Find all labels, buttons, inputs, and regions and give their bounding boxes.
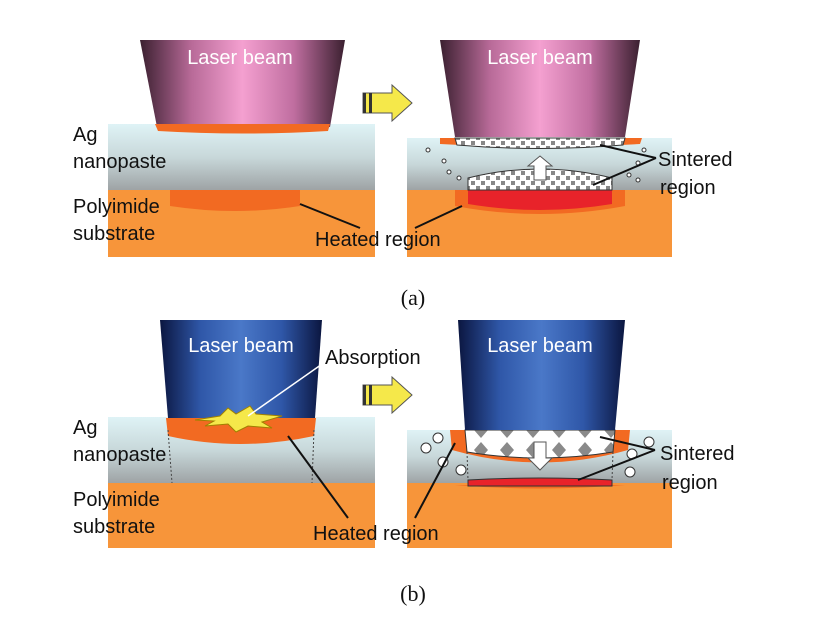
down-arrow-icon — [526, 441, 554, 471]
label-nanopaste: nanopaste — [73, 444, 166, 466]
caption-a: (a) — [401, 285, 425, 310]
step-arrow-icon — [362, 83, 413, 123]
label-ag: Ag — [73, 417, 97, 439]
arrow-stripe — [369, 93, 372, 113]
beam-label: Laser beam — [487, 335, 593, 357]
absorption-leader — [247, 361, 326, 417]
caption-b: (b) — [400, 581, 426, 606]
sintered-outline — [466, 451, 614, 481]
beam-spot — [155, 124, 330, 134]
beam-label: Laser beam — [187, 47, 293, 69]
heated-region-label: Heated region — [313, 523, 439, 545]
label-ag: Ag — [73, 124, 97, 146]
label-substrate: substrate — [73, 223, 155, 245]
sintered-thin-layer — [467, 477, 613, 487]
substrate-layer — [407, 483, 672, 548]
laser-beam-left — [140, 40, 345, 127]
label-polyimide: Polyimide — [73, 196, 160, 218]
heated-extent-outline — [167, 429, 315, 484]
sintered-label: Sintered — [658, 149, 733, 171]
particles — [425, 147, 647, 183]
particles — [420, 432, 655, 478]
label-nanopaste: nanopaste — [73, 151, 166, 173]
sintered-label: Sintered — [660, 443, 735, 465]
panel-a: Laser beam Laser beam Ag nanopaste Polyi… — [73, 40, 733, 310]
laser-beam-right — [440, 40, 640, 137]
absorption-label: Absorption — [325, 347, 421, 369]
label-polyimide: Polyimide — [73, 489, 160, 511]
absorption-star-icon — [194, 405, 283, 433]
heated-zone — [166, 418, 316, 444]
arrow-stripe — [369, 385, 372, 405]
beam-label: Laser beam — [487, 47, 593, 69]
arrow-stripe — [363, 93, 366, 113]
beam-label: Laser beam — [188, 335, 294, 357]
leader-lines — [299, 144, 657, 229]
sintered-top-layer — [454, 137, 626, 149]
sintered-label-2: region — [662, 472, 718, 494]
hot-zone — [468, 190, 612, 210]
leader-lines — [287, 435, 656, 519]
laser-beam-left — [160, 320, 322, 418]
heated-zone — [170, 190, 300, 211]
heated-region-label: Heated region — [315, 229, 441, 251]
nanopaste-layer — [108, 124, 375, 190]
up-arrow-icon — [526, 155, 554, 181]
arrow-stripe — [363, 385, 366, 405]
label-substrate: substrate — [73, 516, 155, 538]
panel-b: Laser beam Laser beam Ag nanopaste Polyi… — [73, 320, 735, 606]
sintered-label-2: region — [660, 177, 716, 199]
laser-beam-right — [458, 320, 625, 430]
step-arrow-icon — [362, 375, 413, 415]
